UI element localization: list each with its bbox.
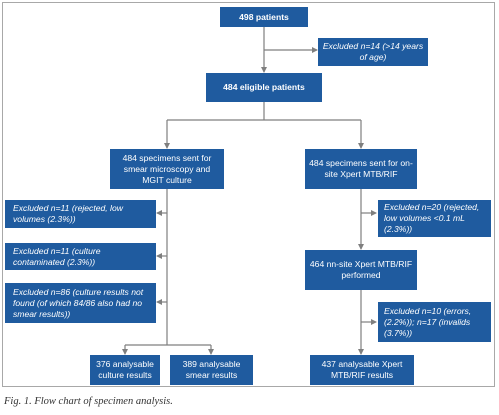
culture-results-label: 376 analysable culture results xyxy=(96,359,154,380)
excluded-age-label: Excluded n=14 (>14 years of age) xyxy=(322,41,424,62)
xpert-sent-label: 484 specimens sent for on-site Xpert MTB… xyxy=(309,158,413,179)
total-patients-box: 498 patients xyxy=(220,7,308,27)
smear-results-box: 389 analysable smear results xyxy=(170,355,253,385)
total-patients-label: 498 patients xyxy=(239,11,289,22)
smear-culture-sent-label: 484 specimens sent for smear microscopy … xyxy=(122,152,212,185)
excluded-not-found-label: Excluded n=86 (culture results not found… xyxy=(13,286,144,319)
excluded-xpert-errors-label: Excluded n=10 (errors, (2.2%)); n=17 (in… xyxy=(384,305,472,338)
smear-results-label: 389 analysable smear results xyxy=(182,359,241,380)
excluded-age-box: Excluded n=14 (>14 years of age) xyxy=(318,38,428,66)
eligible-patients-label: 484 eligible patients xyxy=(223,82,305,92)
excluded-rejected-box: Excluded n=11 (rejected, low volumes (2.… xyxy=(5,200,156,228)
smear-culture-sent-box: 484 specimens sent for smear microscopy … xyxy=(110,149,224,189)
xpert-results-box: 437 analysable Xpert MTB/RIF results xyxy=(310,355,414,385)
excluded-xpert-errors-box: Excluded n=10 (errors, (2.2%)); n=17 (in… xyxy=(378,302,491,342)
excluded-contaminated-label: Excluded n=11 (culture contaminated (2.3… xyxy=(13,245,101,267)
eligible-patients-box: 484 eligible patients xyxy=(206,73,322,102)
excluded-not-found-box: Excluded n=86 (culture results not found… xyxy=(5,283,156,323)
xpert-results-label: 437 analysable Xpert MTB/RIF results xyxy=(321,359,403,380)
excluded-xpert-rejected-box: Excluded n=20 (rejected, low volumes <0.… xyxy=(378,200,491,237)
excluded-xpert-rejected-label: Excluded n=20 (rejected, low volumes <0.… xyxy=(384,202,480,234)
xpert-performed-label: 464 nn-site Xpert MTB/RIF performed xyxy=(309,259,413,280)
xpert-sent-box: 484 specimens sent for on-site Xpert MTB… xyxy=(305,149,417,189)
culture-results-box: 376 analysable culture results xyxy=(90,355,160,385)
excluded-rejected-label: Excluded n=11 (rejected, low volumes (2.… xyxy=(13,203,123,224)
figure-caption: Fig. 1. Flow chart of specimen analysis. xyxy=(4,396,173,407)
excluded-contaminated-box: Excluded n=11 (culture contaminated (2.3… xyxy=(5,243,156,270)
xpert-performed-box: 464 nn-site Xpert MTB/RIF performed xyxy=(305,250,417,290)
